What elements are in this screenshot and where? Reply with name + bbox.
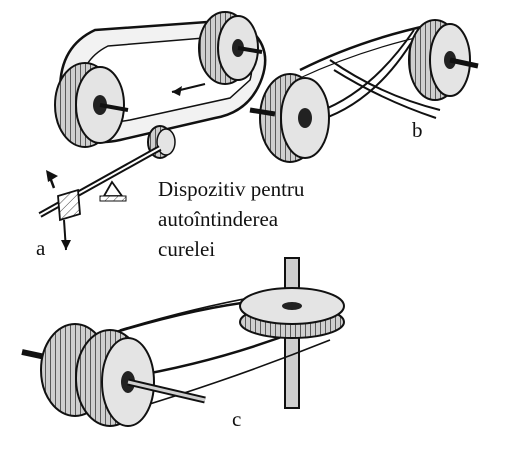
drive-a-right-pulley [198,11,263,85]
drive-c-lower-pulley [21,323,206,427]
drive-b-right-pulley [408,19,479,101]
tensioner-pivot-support [102,180,124,197]
caption-line-1: Dispozitiv pentru [158,177,305,201]
drive-b-left-pulley [249,73,330,163]
caption-line-3: curelei [158,237,216,261]
drive-c-upper-pulley [239,287,345,339]
label-b: b [412,118,423,142]
drive-b-crossed-belt [249,19,479,163]
drive-a-left-pulley [54,62,129,148]
label-c: c [232,407,242,431]
caption-line-2: autoîntinderea [158,207,279,231]
tensioner-idler-pulley [147,125,176,159]
label-a: a [36,236,46,260]
drive-c-quarter-turn-belt [21,257,345,427]
tensioner-weight [46,170,81,251]
drive-a-open-belt [38,11,267,251]
drive-b-belt-upper [299,23,431,72]
tensioner-caption: Dispozitiv pentru autoîntinderea curelei [158,174,304,264]
